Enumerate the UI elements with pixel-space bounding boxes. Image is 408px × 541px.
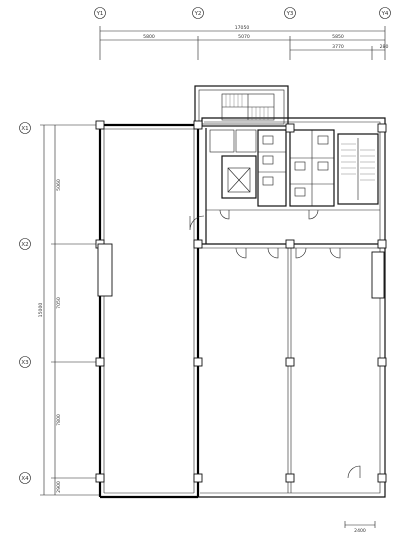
axis-bubble-y1: Y1 [94, 7, 106, 19]
dim-sub-1: 3770 [332, 44, 344, 50]
axis-bubble-y4: Y4 [379, 7, 391, 19]
axis-label: Y2 [194, 11, 202, 17]
axis-bubble-x1: X1 [19, 122, 31, 134]
doors [189, 209, 361, 479]
toilet-block-1 [257, 129, 287, 207]
dim-total-depth: 15000 [38, 303, 44, 318]
scale-bar-label: 2400 [354, 528, 366, 534]
top-dimensions: 17050 5800 5070 5850 3770 280 [99, 25, 389, 60]
axis-label: X4 [21, 476, 29, 482]
dim-depth-2: 7050 [56, 297, 62, 309]
axis-bubble-y2: Y2 [192, 7, 204, 19]
axis-bubble-x3: X3 [19, 356, 31, 368]
columns [95, 120, 387, 483]
dim-span-2: 5070 [238, 34, 250, 40]
dim-span-1: 5800 [143, 34, 155, 40]
building-outline [98, 85, 386, 499]
dim-span-3: 5850 [332, 34, 344, 40]
axis-bubble-x4: X4 [19, 472, 31, 484]
axis-label: X2 [21, 242, 28, 248]
scale-bar: 2400 [344, 521, 376, 534]
dim-depth-1: 5060 [56, 179, 62, 191]
axis-label: Y3 [286, 11, 294, 17]
axis-label: Y1 [96, 11, 104, 17]
axis-label: X1 [21, 126, 28, 132]
left-dimensions: 15000 5060 7050 7800 2900 [38, 124, 100, 496]
dim-sub-2: 280 [380, 44, 389, 50]
axis-label: Y4 [381, 11, 389, 17]
dim-total-width: 17050 [235, 25, 250, 31]
core-area [205, 128, 380, 244]
axis-bubble-x2: X2 [19, 238, 31, 250]
dim-depth-4: 2900 [56, 481, 62, 493]
top-axis-markers: Y1 Y2 Y3 Y4 [94, 7, 391, 19]
axis-bubble-y3: Y3 [284, 7, 296, 19]
axis-label: X3 [21, 360, 29, 366]
left-axis-markers: X1 X2 X3 X4 [19, 122, 31, 484]
dim-depth-3: 7800 [56, 414, 62, 426]
stair-2 [337, 133, 379, 205]
stair-tower [221, 93, 275, 121]
elevator-shaft [221, 155, 257, 199]
